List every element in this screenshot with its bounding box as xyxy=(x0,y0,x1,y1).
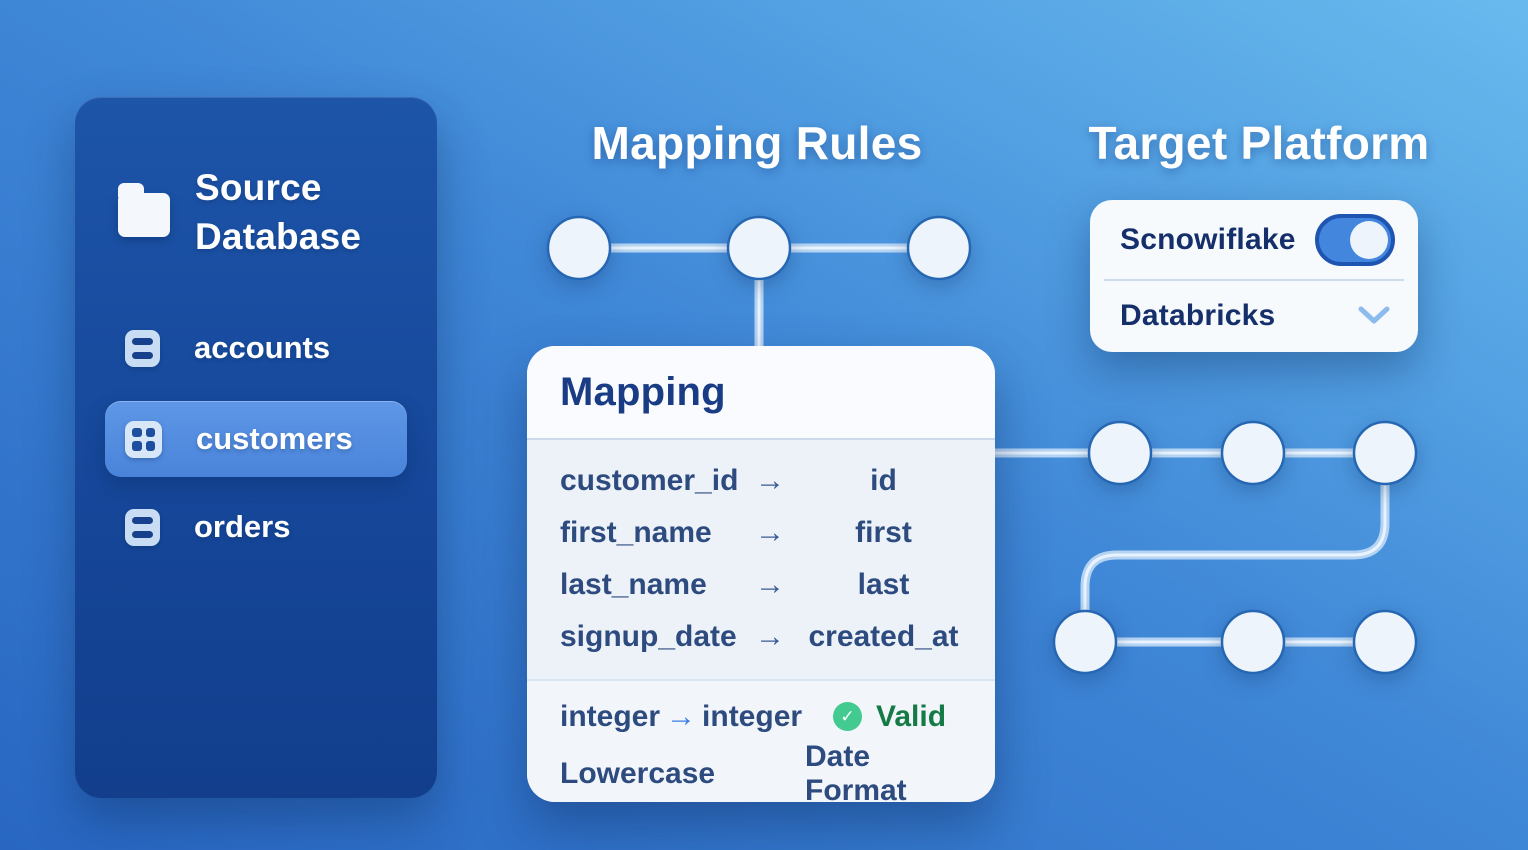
valid-label: Valid xyxy=(876,699,947,733)
target-type: integer xyxy=(702,699,803,733)
option-databricks[interactable]: Databricks xyxy=(1090,281,1418,350)
source-field: last_name xyxy=(560,568,707,601)
mapping-row: first_name → first xyxy=(527,507,995,559)
mapping-row: customer_id → id xyxy=(527,455,995,507)
node-circle xyxy=(1352,609,1418,675)
source-database-panel: Source Database accounts customers order… xyxy=(75,97,437,798)
toggle-on-icon[interactable] xyxy=(1315,213,1395,266)
node-circle xyxy=(906,215,972,281)
target-platform-title: Target Platform xyxy=(1088,117,1430,169)
arrow-right-icon: → xyxy=(755,568,785,601)
mapping-row: last_name → last xyxy=(527,559,995,611)
snowflake-label: Scnowiflake xyxy=(1120,222,1296,256)
option-snowflake[interactable]: Scnowiflake xyxy=(1090,200,1418,279)
pipeline-connector xyxy=(988,448,1390,647)
mapping-card: Mapping customer_id → id first_name → fi… xyxy=(527,346,995,802)
node-circle xyxy=(546,215,612,281)
target-platform-card: Scnowiflake Databricks xyxy=(1090,200,1418,352)
table-rows-icon xyxy=(125,329,160,367)
check-circle-icon: ✓ xyxy=(833,702,862,731)
mapping-card-footer: integer→integer ✓ Valid Lowercase Date F… xyxy=(527,679,995,802)
arrow-right-icon: → xyxy=(755,620,785,653)
target-field: first xyxy=(855,516,912,549)
node-circle xyxy=(1087,420,1153,486)
node-circle xyxy=(726,215,792,281)
arrow-right-icon: → xyxy=(755,516,785,549)
divider xyxy=(1104,279,1404,281)
mapping-row: signup_date → created_at xyxy=(527,611,995,663)
target-field: id xyxy=(870,464,897,497)
target-field: last xyxy=(857,568,910,601)
node-circle xyxy=(1052,609,1118,675)
toggle-knob xyxy=(1350,220,1388,259)
source-field: customer_id xyxy=(560,464,739,497)
sidebar-item-orders[interactable]: orders xyxy=(105,491,407,563)
type-mapping: integer→integer xyxy=(560,700,805,734)
folder-icon xyxy=(118,183,170,237)
node-circle xyxy=(1220,420,1286,486)
source-field: signup_date xyxy=(560,620,737,653)
target-field: created_at xyxy=(808,620,959,653)
sidebar-item-label: orders xyxy=(194,509,291,544)
source-type: integer xyxy=(560,699,661,733)
sidebar-item-label: accounts xyxy=(194,330,331,365)
arrow-right-icon: → xyxy=(666,699,697,733)
node-circle xyxy=(1220,609,1286,675)
mapping-rules-title: Mapping Rules xyxy=(591,117,923,169)
arrow-right-icon: → xyxy=(755,464,785,497)
transform-date-format: Date Format xyxy=(805,740,907,802)
table-grid-icon xyxy=(125,420,162,458)
type-check-row: integer→integer ✓ Valid xyxy=(527,693,995,740)
transform-row: Lowercase Date Format xyxy=(527,740,995,802)
chevron-down-icon xyxy=(1358,306,1390,324)
source-field: first_name xyxy=(560,516,712,549)
databricks-label: Databricks xyxy=(1120,298,1276,332)
mapping-rules-node-graph xyxy=(546,215,972,356)
table-rows-icon xyxy=(125,508,160,546)
sidebar-title: Source Database xyxy=(195,167,362,257)
target-node-graph xyxy=(988,420,1418,675)
mapping-card-title: Mapping xyxy=(527,346,995,440)
sidebar-item-accounts[interactable]: accounts xyxy=(105,312,407,384)
sidebar-item-customers[interactable]: customers xyxy=(105,401,407,477)
node-circle xyxy=(1352,420,1418,486)
transform-lowercase: Lowercase xyxy=(560,757,716,790)
sidebar-item-label: customers xyxy=(196,421,353,456)
validation-status: ✓ Valid xyxy=(833,700,962,734)
mapping-rows: customer_id → id first_name → first last… xyxy=(527,440,995,663)
